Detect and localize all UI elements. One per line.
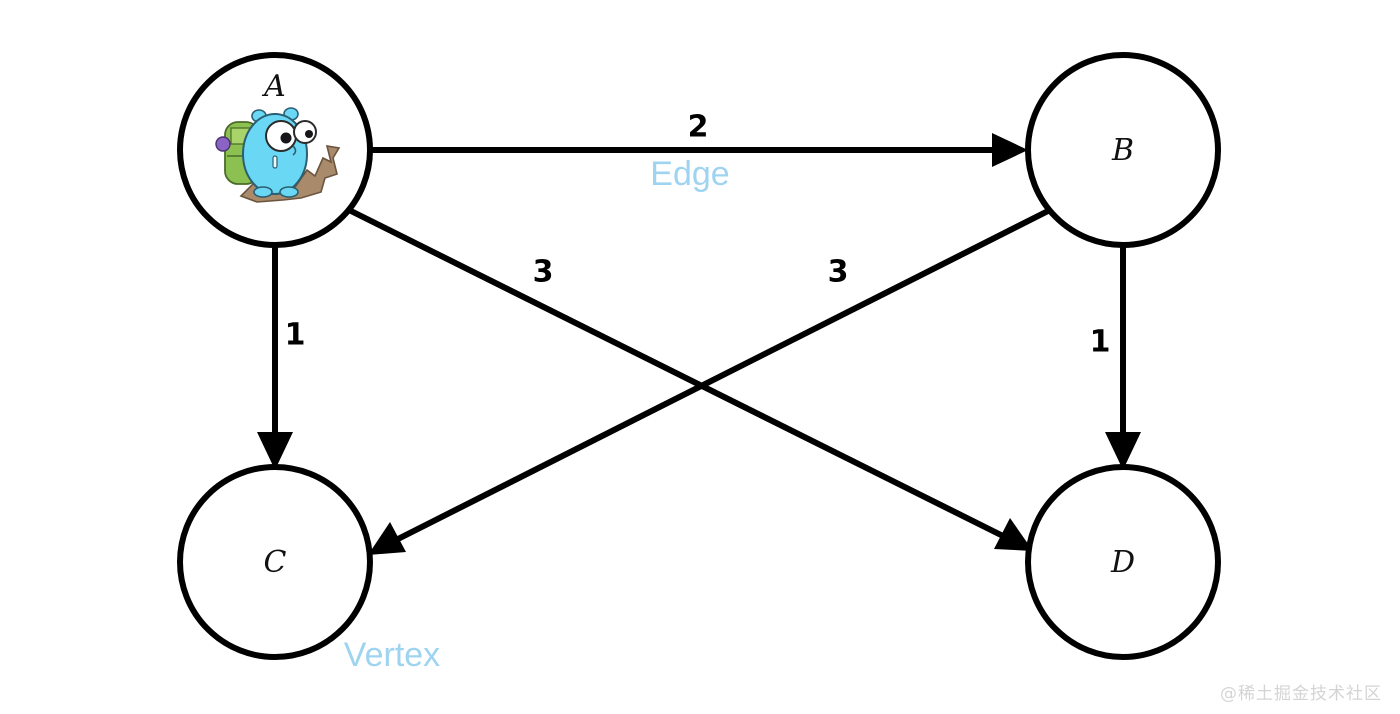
edge-weight-a-d: 3 xyxy=(828,255,849,290)
node-c-label: C xyxy=(264,545,287,580)
node-d-label: D xyxy=(1110,545,1135,580)
edge-annotation-label: Edge xyxy=(650,155,729,193)
gopher-foot-left xyxy=(253,186,273,198)
gopher-foot-right xyxy=(279,186,299,198)
edge-a-to-b xyxy=(370,133,1028,167)
edge-weight-b-c: 3 xyxy=(533,255,554,290)
edge-weight-a-c: 1 xyxy=(285,318,306,353)
gopher-tooth xyxy=(272,155,278,169)
gopher-backpack-button xyxy=(215,136,231,152)
node-c[interactable]: C xyxy=(177,464,373,660)
gopher-pupil-left xyxy=(280,132,292,144)
node-d[interactable]: D xyxy=(1025,464,1221,660)
vertex-annotation-label: Vertex xyxy=(344,636,440,674)
watermark: @稀土掘金技术社区 xyxy=(1220,684,1382,704)
edge-b-to-d xyxy=(1105,245,1141,470)
gopher-eye-right xyxy=(293,120,317,144)
edge-weight-b-d: 1 xyxy=(1090,325,1111,360)
edge-b-to-c xyxy=(368,207,1052,555)
edge-a-to-c-arrowhead xyxy=(257,432,293,470)
node-b[interactable]: B xyxy=(1025,52,1221,248)
node-a-label: A xyxy=(261,69,286,104)
edge-b-to-c-arrowhead xyxy=(368,522,406,555)
edge-a-to-c xyxy=(257,245,293,470)
edge-a-to-d xyxy=(347,207,1033,551)
node-b-label: B xyxy=(1111,133,1134,168)
go-gopher-svg xyxy=(215,107,341,203)
node-c-circle[interactable] xyxy=(177,464,373,660)
edge-b-to-c-line xyxy=(394,207,1052,543)
edge-a-to-b-arrowhead xyxy=(992,133,1028,167)
node-d-circle[interactable] xyxy=(1025,464,1221,660)
edge-b-to-d-arrowhead xyxy=(1105,432,1141,470)
gopher-pupil-right xyxy=(305,130,313,138)
edge-a-to-d-line xyxy=(347,207,1007,540)
gopher-snout xyxy=(292,145,297,156)
edge-a-to-d-arrowhead xyxy=(994,518,1033,551)
go-gopher-mascot-image xyxy=(197,100,357,210)
edge-weight-a-b: 2 xyxy=(688,110,709,145)
node-b-circle[interactable] xyxy=(1025,52,1221,248)
